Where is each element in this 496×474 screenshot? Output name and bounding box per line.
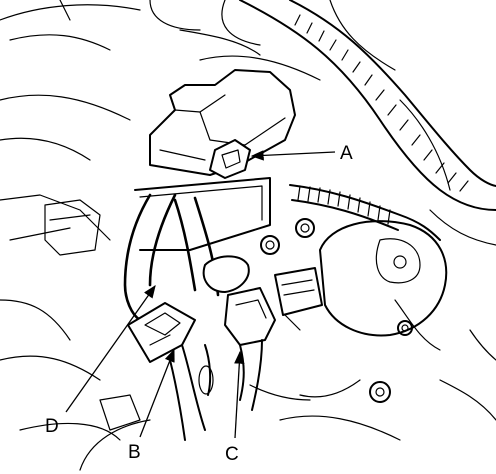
hose-d — [123, 193, 220, 322]
leader-c — [234, 350, 245, 439]
callout-b: B — [128, 442, 141, 463]
bolt-icon — [397, 320, 413, 336]
bottom-pipes — [99, 344, 361, 431]
leader-d — [65, 284, 156, 413]
bolt-icon — [295, 218, 315, 238]
sensor — [202, 255, 250, 293]
wire-harness — [289, 184, 441, 241]
relay-box — [149, 69, 296, 179]
radiator-hose — [239, 0, 496, 211]
bolt-icon — [369, 381, 391, 403]
bolts — [260, 218, 413, 403]
leader-b — [139, 348, 175, 438]
large-component — [319, 220, 448, 337]
bolt-icon — [260, 235, 280, 255]
leader-a — [250, 150, 336, 161]
callout-a: A — [340, 143, 353, 164]
connector-b — [127, 302, 206, 441]
callout-c: C — [225, 444, 239, 465]
connector-c — [224, 287, 276, 411]
mounting-bracket — [44, 177, 271, 256]
callout-d: D — [45, 416, 59, 437]
leader-lines — [65, 150, 336, 439]
right-connector — [274, 267, 323, 331]
